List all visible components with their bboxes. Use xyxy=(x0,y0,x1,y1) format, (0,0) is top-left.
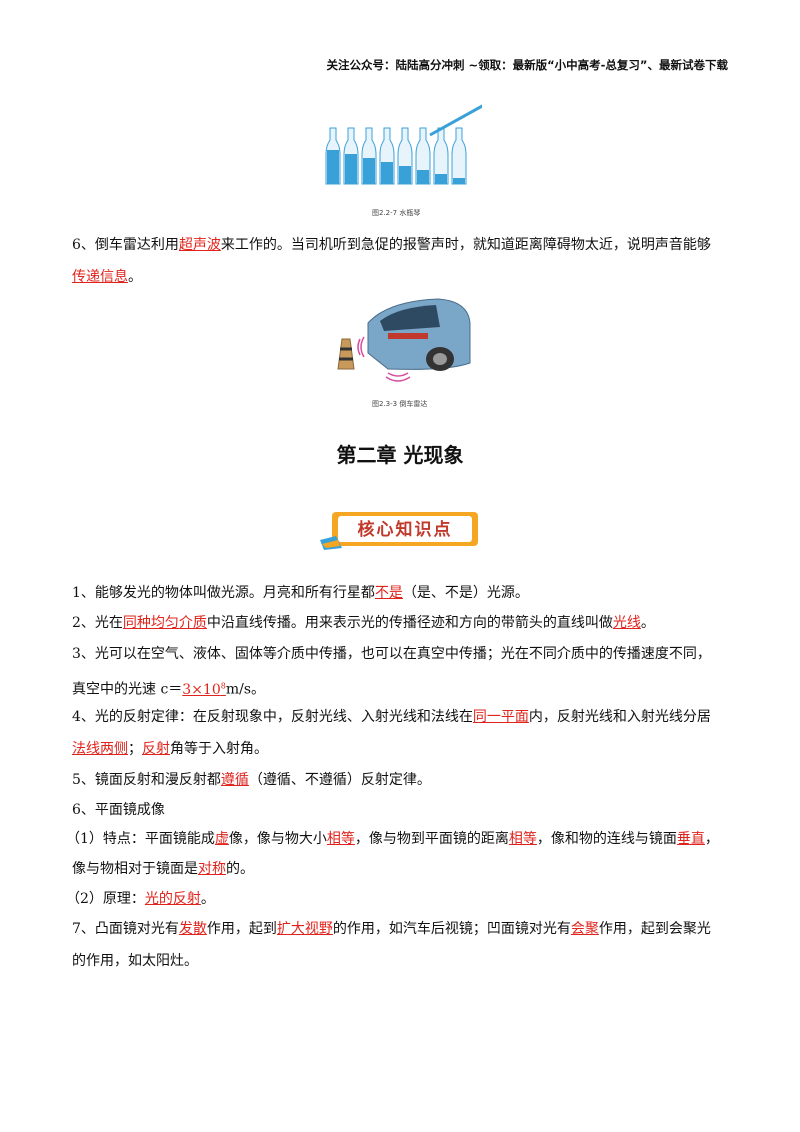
bottle-water xyxy=(399,166,411,184)
item-4-line2: 法线两侧；反射角等于入射角。 xyxy=(72,741,268,757)
reversing-radar-illustration xyxy=(328,293,472,389)
answer-uniform-medium: 同种均匀介质 xyxy=(122,615,207,631)
answer-equal-size: 相等 xyxy=(326,831,355,847)
chapter-title: 第二章 光现象 xyxy=(336,443,464,467)
item-6-1-line2: 像与物相对于镜面是对称的。 xyxy=(72,861,254,877)
bottle-water xyxy=(363,158,375,184)
answer-equal-distance: 相等 xyxy=(508,831,537,847)
item-6-1-line1: （1）特点：平面镜能成虚像，像与物大小相等，像与物到平面镜的距离相等，像和物的连… xyxy=(66,831,719,847)
bottle-water xyxy=(345,154,357,184)
bottle-water xyxy=(453,178,465,184)
item-1: 1、能够发光的物体叫做光源。月亮和所有行星都不是（是、不是）光源。 xyxy=(72,585,529,601)
answer-virtual: 虚 xyxy=(214,831,229,847)
bottle-water xyxy=(381,162,393,184)
bottle-water xyxy=(417,170,429,184)
answer-symmetric: 对称 xyxy=(198,861,226,877)
answer-ultrasound: 超声波 xyxy=(178,237,221,253)
bottles-caption: 图2.2-7 水瓶琴 xyxy=(372,209,421,217)
badge-label: 核心知识点 xyxy=(357,520,453,540)
item-4-line1: 4、光的反射定律：在反射现象中，反射光线、入射光线和法线在同一平面内，反射光线和… xyxy=(72,709,711,725)
answer-obey: 遵循 xyxy=(220,772,249,788)
item-7-line2: 的作用，如太阳灶。 xyxy=(72,953,198,969)
answer-diverge: 发散 xyxy=(178,921,207,937)
answer-light-speed: 3×108 xyxy=(182,681,226,698)
bottle xyxy=(433,127,449,185)
answer-same-plane: 同一平面 xyxy=(472,709,529,725)
item-3-line1: 3、光可以在空气、液体、固体等介质中传播，也可以在真空中传播；光在不同介质中的传… xyxy=(72,646,711,662)
radar-caption: 图2.3-3 倒车雷达 xyxy=(372,400,428,408)
answer-light-ray: 光线 xyxy=(612,615,641,631)
item-6-line2: 传递信息。 xyxy=(72,269,142,285)
answer-wider-view: 扩大视野 xyxy=(276,921,333,937)
bottle-water xyxy=(435,174,447,184)
answer-reflection: 反射 xyxy=(142,741,170,757)
answer-not: 不是 xyxy=(374,585,403,601)
answer-perpendicular: 垂直 xyxy=(676,831,705,847)
core-knowledge-badge xyxy=(320,512,478,550)
item-2: 2、光在同种均匀介质中沿直线传播。用来表示光的传播径迹和方向的带箭头的直线叫做光… xyxy=(72,615,655,631)
water-bottles-illustration xyxy=(325,104,482,185)
answer-converge: 会聚 xyxy=(570,921,599,937)
bottle xyxy=(451,127,467,185)
answer-transfer-info: 传递信息 xyxy=(72,269,128,285)
answer-reflection-of-light: 光的反射 xyxy=(144,891,201,907)
page-header: 关注公众号：陆陆高分冲刺 ~领取：最新版“小中高考-总复习”、最新试卷下载 xyxy=(326,58,728,72)
item-3-line2: 真空中的光速 c＝3×108m/s。 xyxy=(72,681,266,698)
item-6-title: 6、平面镜成像 xyxy=(72,802,165,818)
item-5: 5、镜面反射和漫反射都遵循（遵循、不遵循）反射定律。 xyxy=(72,772,431,788)
item-6-reversing-radar: 6、倒车雷达利用超声波来工作的。当司机听到急促的报警声时，就知道距离障碍物太近，… xyxy=(72,237,711,253)
item-7-line1: 7、凸面镜对光有发散作用，起到扩大视野的作用，如汽车后视镜；凹面镜对光有会聚作用… xyxy=(72,921,711,937)
bottle-water xyxy=(327,150,339,184)
item-6-2: （2）原理：光的反射。 xyxy=(66,891,215,907)
answer-both-sides: 法线两侧 xyxy=(72,741,128,757)
